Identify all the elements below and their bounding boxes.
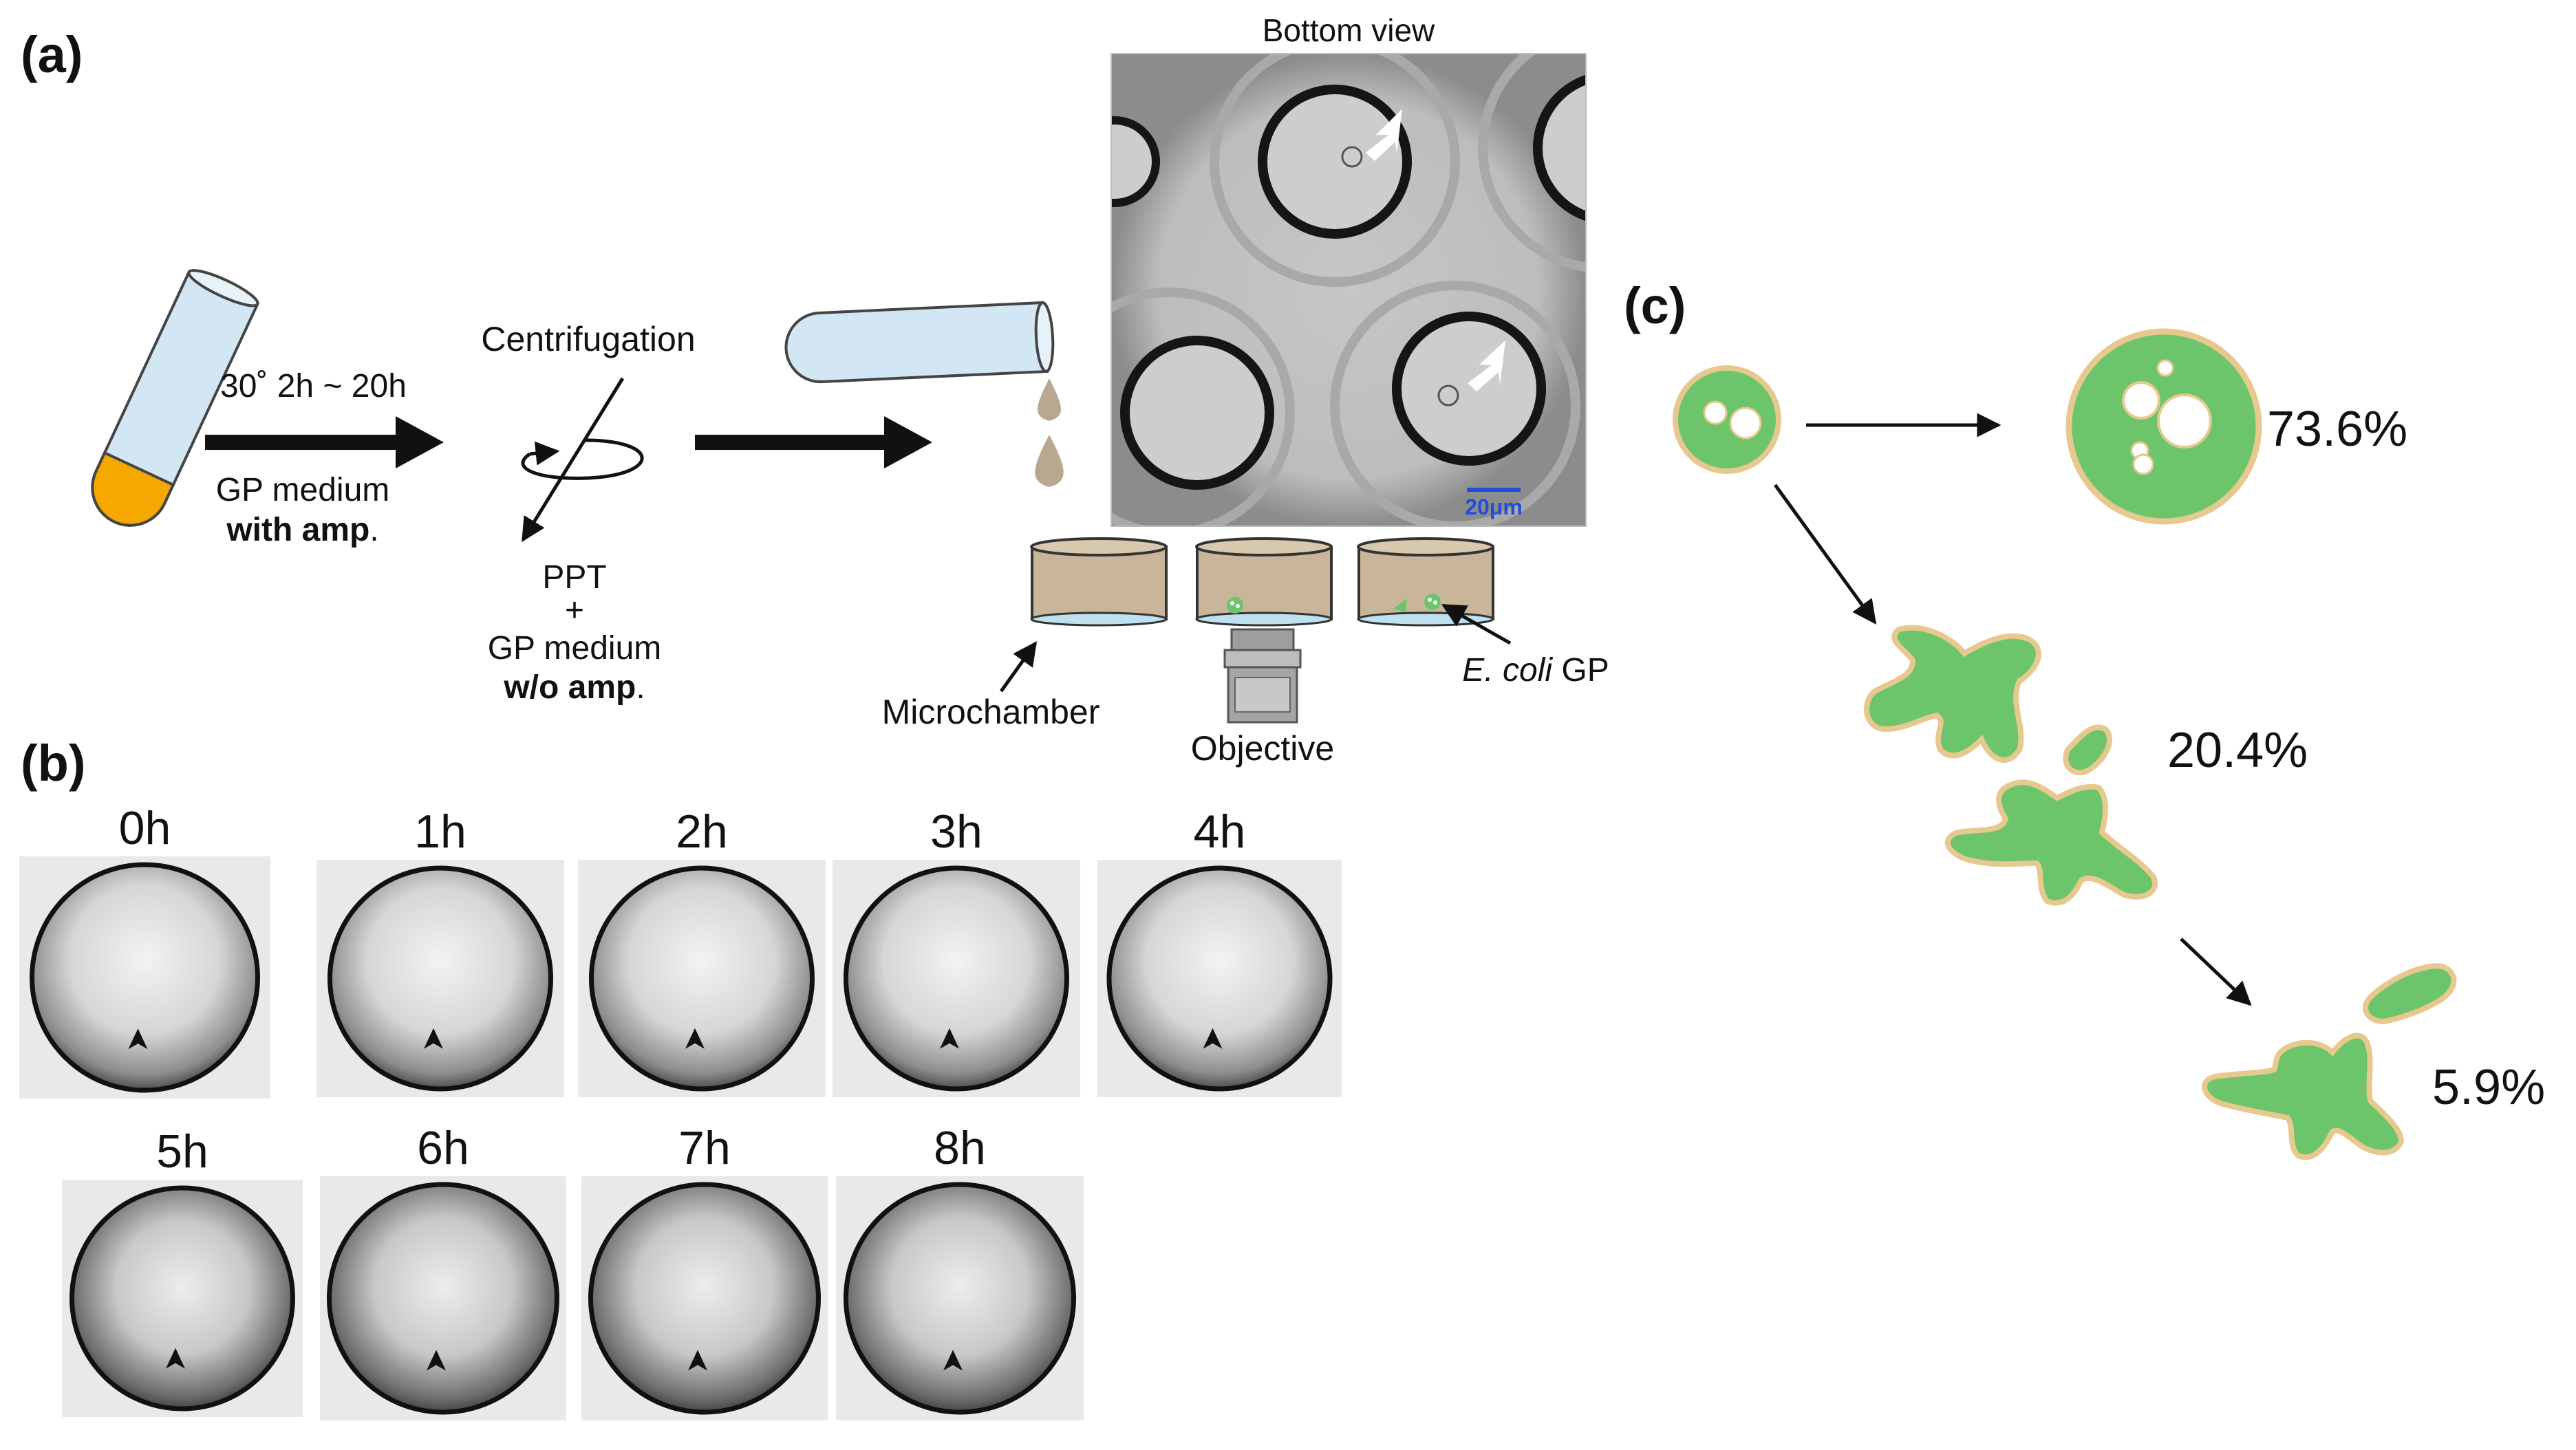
small-gp-cell [1673, 365, 1781, 474]
pouring-tube-icon [784, 301, 1055, 384]
percent-bottom: 5.9% [2432, 1060, 2545, 1115]
arrow-2-icon [695, 416, 932, 468]
panel-b-label: (b) [21, 735, 86, 792]
scale-bar-label: 20μm [1465, 495, 1523, 519]
well-1h [316, 860, 564, 1097]
microchamber-with-cell [1195, 537, 1333, 627]
droplet-icon [1035, 378, 1064, 487]
irregular-cell-3 [2202, 963, 2457, 1160]
objective-label: Objective [1191, 729, 1334, 768]
microchamber-label: Microchamber [882, 693, 1100, 731]
test-tube-icon [91, 269, 260, 527]
timelapse-wells [19, 856, 1342, 1420]
arrowhead-icon [427, 1350, 446, 1371]
large-vacuolated-cell [2065, 328, 2262, 525]
time-label-8h: 8h [934, 1122, 986, 1174]
bottom-view-micrograph [1110, 53, 1587, 527]
medium-line2: with amp. [226, 512, 378, 548]
arrowhead-icon [424, 1028, 443, 1049]
panel-a-label: (a) [21, 26, 83, 83]
objective-icon [1223, 628, 1302, 724]
white-arrow-icon [1366, 109, 1505, 391]
well-3h [833, 860, 1080, 1097]
well-2h [578, 860, 826, 1097]
arrow-to-irregular-cell [1773, 484, 1877, 625]
time-label-0h: 0h [119, 802, 171, 854]
irregular-cell-2 [1945, 724, 2158, 906]
arrowhead-icon [688, 1350, 707, 1371]
microchamber-with-gp [1357, 537, 1494, 627]
well-5h [62, 1180, 303, 1417]
microchamber-arrow-icon [999, 641, 1038, 693]
bottom-view-label: Bottom view [1263, 12, 1435, 48]
arrowhead-icon [940, 1028, 959, 1049]
arrow-1-icon [205, 416, 444, 468]
time-label-1h: 1h [414, 805, 466, 858]
percent-mid: 20.4% [2167, 723, 2308, 778]
arrowhead-icon [128, 1028, 148, 1050]
panel-c-label: (c) [1624, 277, 1686, 334]
well-4h [1097, 860, 1342, 1097]
time-label-4h: 4h [1194, 805, 1246, 858]
well-0h [19, 856, 270, 1099]
ppt-line2: + [565, 592, 584, 629]
medium-line1: GP medium [216, 472, 390, 508]
ppt-line4: w/o amp. [503, 669, 645, 706]
arrow-to-dividing-cell [2180, 938, 2252, 1006]
ppt-line3: GP medium [488, 630, 662, 667]
well-6h [320, 1176, 566, 1420]
centrifugation-label: Centrifugation [481, 320, 695, 358]
time-label-5h: 5h [156, 1125, 208, 1178]
time-labels: 0h 1h 2h 3h 4h 5h 6h 7h 8h [119, 802, 1246, 1178]
arrowhead-icon [166, 1348, 185, 1369]
centrifuge-rotation-icon [521, 377, 644, 542]
arrowhead-icon [943, 1350, 963, 1371]
time-label-6h: 6h [417, 1122, 469, 1174]
irregular-cell-1 [1864, 625, 2041, 763]
incubation-label: 30˚ 2h ~ 20h [220, 368, 407, 404]
ecoli-label: E. coli GP [1462, 652, 1609, 689]
well-8h [836, 1176, 1084, 1420]
arrowhead-icon [1203, 1028, 1223, 1049]
well-7h [581, 1176, 828, 1420]
ppt-line1: PPT [542, 559, 606, 596]
microchamber-empty [1030, 537, 1168, 627]
time-label-3h: 3h [930, 805, 983, 858]
time-label-7h: 7h [678, 1122, 731, 1174]
ecoli-arrow-icon [1441, 603, 1512, 645]
arrowhead-icon [685, 1028, 705, 1049]
percent-top: 73.6% [2267, 402, 2407, 457]
time-label-2h: 2h [676, 805, 728, 858]
